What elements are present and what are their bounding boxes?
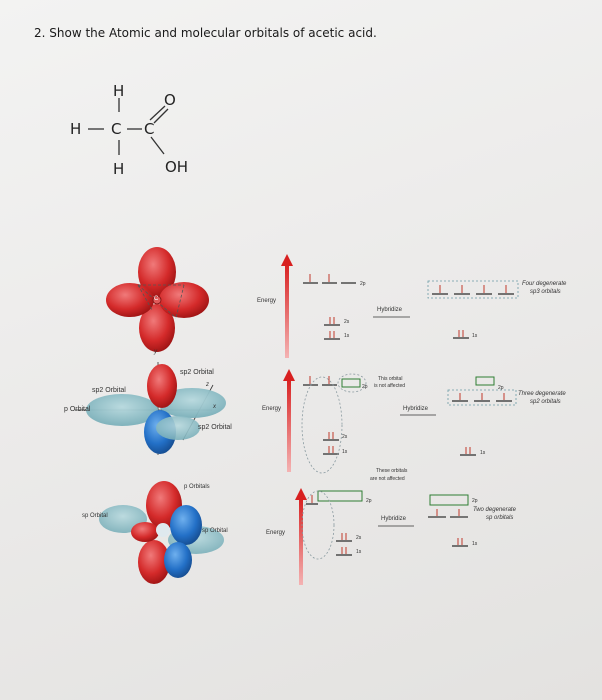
row3-result-1s: 1s xyxy=(472,541,478,547)
row2-callout-line1: This orbital xyxy=(378,376,403,382)
row3-level-1s: 1s xyxy=(356,549,362,555)
row3-note-line2: sp orbitals xyxy=(486,515,514,521)
atom-h-left: H xyxy=(70,120,81,138)
row2-level-2s: 2s xyxy=(342,434,348,440)
row3-note-line1: Two degenerate xyxy=(473,507,516,513)
question-number: 2. xyxy=(34,26,46,40)
row2-electrons xyxy=(309,376,505,454)
row3-result-2p: 2p xyxy=(472,498,478,504)
row1-energy-label: Energy xyxy=(257,298,277,304)
row1-level-2s: 2s xyxy=(344,319,350,325)
row3-hybridize-label: Hybridize xyxy=(381,516,407,522)
row1-energy-levels xyxy=(303,282,514,340)
row3-callout-line1: These orbitals xyxy=(376,468,408,474)
row2-energy-levels xyxy=(303,376,512,456)
row3-electrons xyxy=(311,495,463,554)
carbon-nucleus-label: C xyxy=(154,296,159,302)
question-text: Show the Atomic and molecular orbitals o… xyxy=(49,26,377,40)
row2-energy-label: Energy xyxy=(262,406,282,412)
sp2-orbital-label-left: sp2 Orbital xyxy=(92,387,126,394)
row1-result-1s: 1s xyxy=(472,333,478,339)
row2-level-1s: 1s xyxy=(342,449,348,455)
atom-h-top: H xyxy=(113,82,124,100)
row3-level-2s: 2s xyxy=(356,535,362,541)
row1-electrons xyxy=(309,274,507,338)
sp-orbital-model xyxy=(99,481,224,584)
row3-energy-levels xyxy=(306,490,469,556)
sp-orbital-label-right: sp Orbital xyxy=(202,528,228,534)
p-orbitals-label: p Orbitals xyxy=(184,484,210,490)
sp3-orbital-model xyxy=(106,247,209,352)
row1-hybridize-label: Hybridize xyxy=(377,307,403,313)
p-orbital-label: p Orbital xyxy=(64,406,91,413)
axis-z-label: z xyxy=(206,382,209,388)
row2-hybridize-label: Hybridize xyxy=(403,406,429,412)
question-heading: 2. Show the Atomic and molecular orbital… xyxy=(34,26,377,40)
row2-result-1s: 1s xyxy=(480,450,486,456)
row1-note-line2: sp3 orbitals xyxy=(530,289,561,295)
row2-result-2p: 2p xyxy=(498,385,504,391)
energy-arrows xyxy=(281,254,307,585)
atom-c2: C xyxy=(144,120,154,138)
row2-note-line2: sp2 orbitals xyxy=(530,399,561,405)
row1-level-2p: 2p xyxy=(360,281,366,287)
sp2-orbital-label-top: sp2 Orbital xyxy=(180,369,214,376)
axis-x-label: x xyxy=(213,404,216,410)
row2-level-2p: 2p xyxy=(362,384,368,390)
atom-h-bottom: H xyxy=(113,160,124,178)
sp2-orbital-label-right: sp2 Orbital xyxy=(198,424,232,431)
sp2-orbital-model xyxy=(75,362,226,455)
row2-note-line1: Three degenerate xyxy=(518,391,566,397)
axis-y-label: y xyxy=(154,349,157,355)
sp-orbital-label-left: sp Orbital xyxy=(82,513,108,519)
row3-energy-label: Energy xyxy=(266,530,286,536)
row1-note-line1: Four degenerate xyxy=(522,281,567,287)
atom-oh: OH xyxy=(165,158,188,176)
row2-callout-line2: is not affected xyxy=(374,383,406,389)
atom-c1: C xyxy=(111,120,121,138)
row3-level-2p: 2p xyxy=(366,498,372,504)
row1-level-1s: 1s xyxy=(344,333,350,339)
row3-callout-line2: are not affected xyxy=(370,476,405,482)
atom-o: O xyxy=(164,91,176,109)
